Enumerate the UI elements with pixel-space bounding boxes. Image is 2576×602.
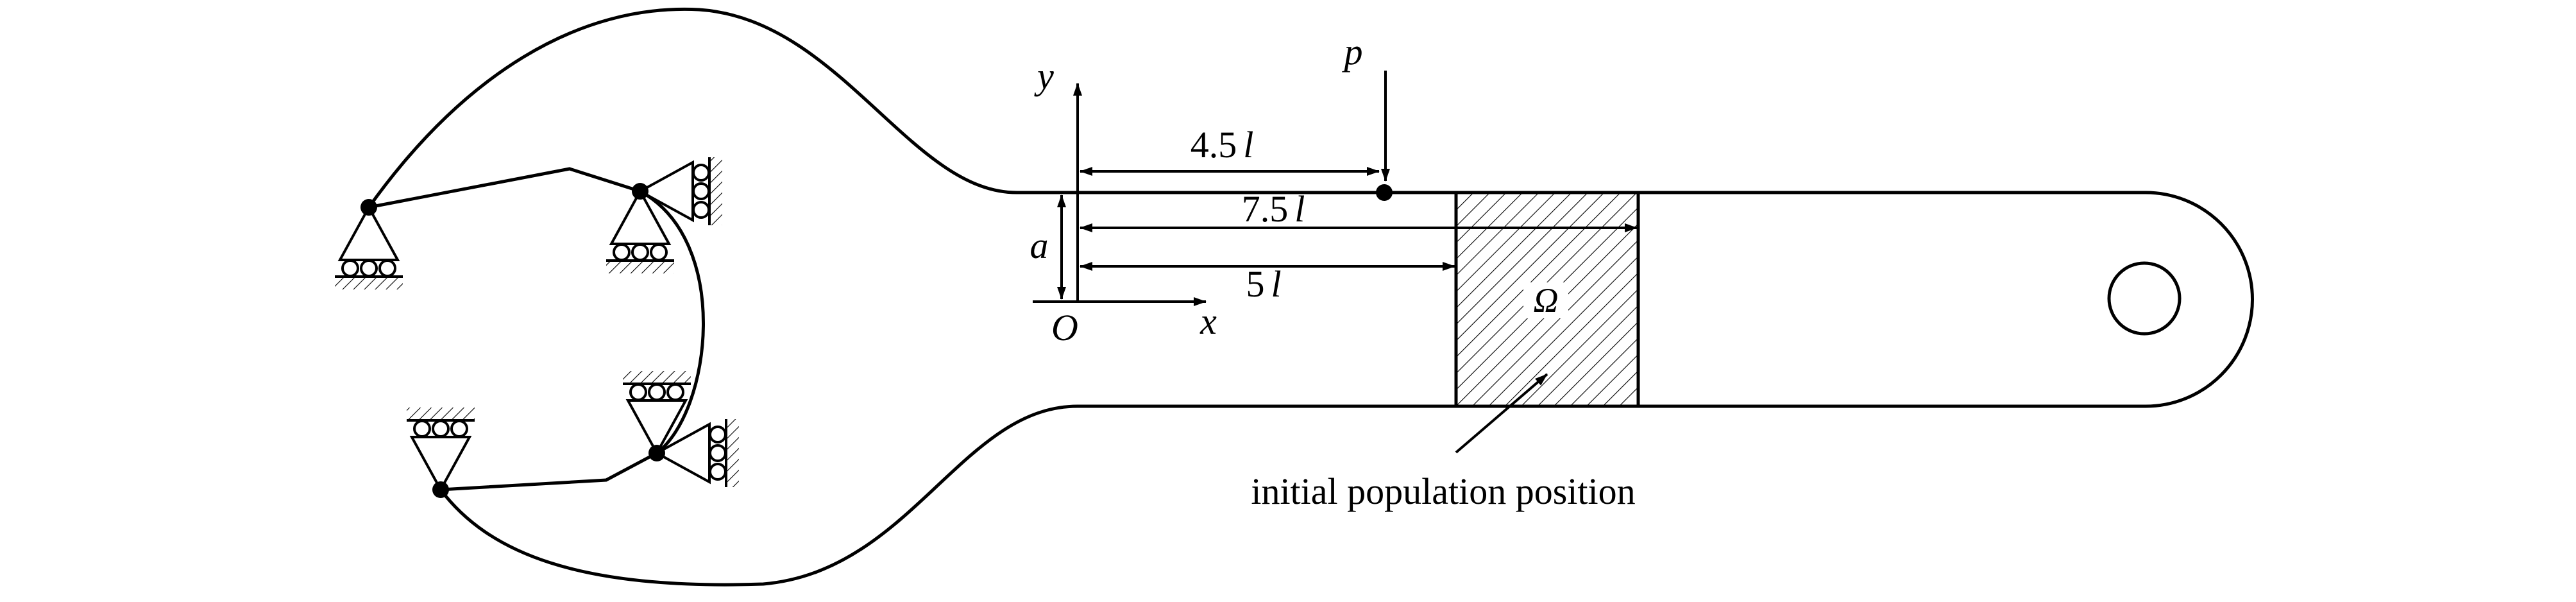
x-axis-label: x xyxy=(1199,300,1217,342)
height-label: a xyxy=(1030,225,1049,266)
pin-joint xyxy=(632,183,648,200)
dim-region-end-unit: l xyxy=(1294,188,1305,230)
lower-jaw-curve xyxy=(439,404,1078,587)
pin-joints xyxy=(360,183,665,498)
pin-joint xyxy=(432,481,449,498)
region-label-bg xyxy=(1523,282,1568,318)
dim-region-start-unit: l xyxy=(1271,263,1281,305)
origin-label: O xyxy=(1051,307,1078,348)
dim-region-start-number: 5 xyxy=(1246,263,1264,305)
caption-label: initial population position xyxy=(1251,470,1635,512)
dim-load-number: 4.5 xyxy=(1191,124,1237,166)
roller-support-1 xyxy=(335,204,403,289)
handle-hole xyxy=(2107,261,2182,336)
roller-support-3 xyxy=(637,157,722,225)
upper-jaw-curve xyxy=(367,7,1078,209)
load-point xyxy=(1376,184,1393,201)
dim-load-unit: l xyxy=(1243,124,1253,166)
load-label: p xyxy=(1342,31,1363,73)
pin-joint xyxy=(648,445,665,461)
pin-joint xyxy=(360,199,377,216)
roller-support-6 xyxy=(407,408,475,493)
caption-arrow xyxy=(1455,373,1548,454)
upper-jaw-inner xyxy=(368,167,641,209)
dim-region-end-number: 7.5 xyxy=(1242,188,1289,230)
lower-jaw-inner xyxy=(440,451,658,492)
wrench-outline xyxy=(367,7,2254,587)
region-label: Ω xyxy=(1533,281,1558,320)
roller-support-2 xyxy=(606,188,674,273)
jaw-inner-arc xyxy=(639,189,705,454)
roller-support-4 xyxy=(623,371,691,456)
handle-outline xyxy=(1078,191,2254,408)
y-axis-label: y xyxy=(1034,55,1054,97)
roller-support-5 xyxy=(654,419,739,487)
